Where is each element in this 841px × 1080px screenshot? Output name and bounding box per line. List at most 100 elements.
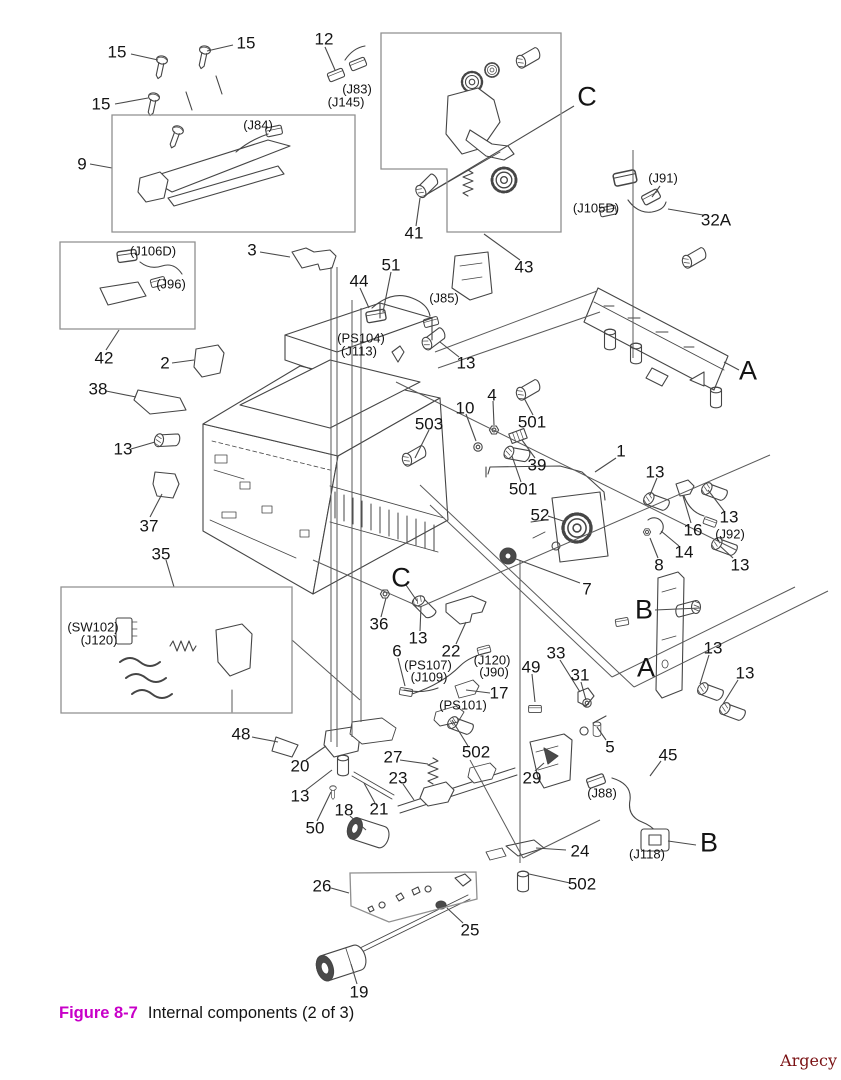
callout-20: 20: [290, 756, 310, 776]
callout-10: 10: [455, 398, 475, 418]
leader-line: [165, 559, 175, 588]
callout-45: 45: [658, 745, 678, 765]
leader-line: [528, 873, 571, 884]
leader-line: [465, 413, 477, 442]
leader-line: [719, 545, 734, 559]
callout-b: B: [634, 594, 654, 625]
callout-13: 13: [456, 353, 476, 373]
callout-7: 7: [582, 579, 592, 599]
callout-8: 8: [654, 555, 664, 575]
leader-line: [660, 530, 680, 547]
leader-line: [130, 441, 156, 450]
leader-line: [423, 105, 575, 197]
callout-j109: (J109): [410, 669, 448, 685]
callout-502: 502: [461, 742, 491, 762]
leader-line: [206, 44, 234, 52]
leader-line: [515, 558, 581, 584]
leader-line: [330, 887, 350, 894]
leader-line: [130, 53, 159, 61]
leader-line: [559, 659, 581, 693]
callout-36: 36: [369, 614, 389, 634]
leader-line: [667, 840, 697, 846]
leader-line: [596, 726, 607, 741]
callout-501: 501: [517, 412, 547, 432]
construction-line: [437, 311, 601, 369]
leader-line: [402, 783, 415, 801]
callout-13: 13: [113, 439, 133, 459]
callout-12: 12: [314, 29, 334, 49]
callout-b: B: [699, 827, 719, 858]
callout-23: 23: [388, 768, 408, 788]
leader-line: [535, 847, 567, 851]
leader-line: [405, 584, 418, 602]
leader-line: [707, 489, 725, 512]
callout-j120: (J120): [80, 632, 118, 648]
leader-line: [439, 341, 460, 358]
leader-line: [667, 208, 704, 216]
leader-line: [414, 429, 430, 459]
callout-13: 13: [645, 462, 665, 482]
leader-line: [547, 515, 567, 523]
leader-line: [350, 963, 358, 985]
construction-line: [522, 819, 601, 859]
callout-41: 41: [404, 223, 424, 243]
leader-line: [446, 907, 464, 924]
watermark-text: Argecy: [780, 1051, 837, 1070]
callout-1: 1: [616, 441, 626, 461]
leader-line: [419, 605, 422, 632]
callout-18: 18: [334, 800, 354, 820]
callout-j83: (J83): [342, 81, 372, 97]
leader-line: [649, 477, 658, 496]
callout-49: 49: [521, 657, 541, 677]
construction-line: [633, 590, 829, 688]
callout-ps101: (PS101): [439, 697, 487, 713]
leader-line: [305, 769, 333, 791]
leader-line: [363, 782, 376, 804]
leader-line: [534, 762, 545, 772]
leader-line: [171, 359, 195, 364]
callout-2: 2: [160, 353, 170, 373]
callout-501: 501: [508, 479, 538, 499]
construction-line: [419, 484, 635, 688]
leader-line: [521, 439, 536, 459]
callout-35: 35: [151, 544, 171, 564]
callout-a: A: [738, 355, 758, 386]
callout-29: 29: [522, 768, 542, 788]
leader-line: [531, 673, 536, 703]
callout-13: 13: [290, 786, 310, 806]
callout-37: 37: [139, 516, 159, 536]
callout-j84: (J84): [243, 117, 273, 133]
construction-line: [419, 454, 771, 608]
leader-line: [105, 390, 137, 398]
leader-line: [483, 233, 521, 261]
leader-line: [305, 745, 327, 761]
leader-line: [451, 719, 469, 747]
callout-39: 39: [527, 455, 547, 475]
callout-j96: (J96): [156, 276, 186, 292]
leader-line: [654, 607, 701, 611]
callout-52: 52: [530, 505, 550, 525]
leader-line: [722, 679, 739, 705]
callout-j105d: (J105D): [572, 200, 620, 216]
leader-line: [380, 597, 387, 618]
callout-j90: (J90): [479, 664, 509, 680]
leader-line: [465, 689, 491, 694]
callout-j92: (J92): [715, 526, 745, 542]
callout-j118: (J118): [629, 846, 665, 862]
leader-line: [259, 251, 291, 258]
callout-17: 17: [489, 683, 509, 703]
group-box: [60, 586, 293, 714]
leader-line: [651, 185, 661, 198]
leader-line: [114, 97, 149, 105]
figure-caption-text: Internal components (2 of 3): [147, 1004, 355, 1022]
callout-15: 15: [107, 42, 127, 62]
leader-line: [580, 681, 587, 701]
callout-13: 13: [730, 555, 750, 575]
construction-line: [434, 290, 598, 353]
callout-ps104: (PS104): [337, 330, 385, 346]
leader-line: [649, 760, 662, 777]
